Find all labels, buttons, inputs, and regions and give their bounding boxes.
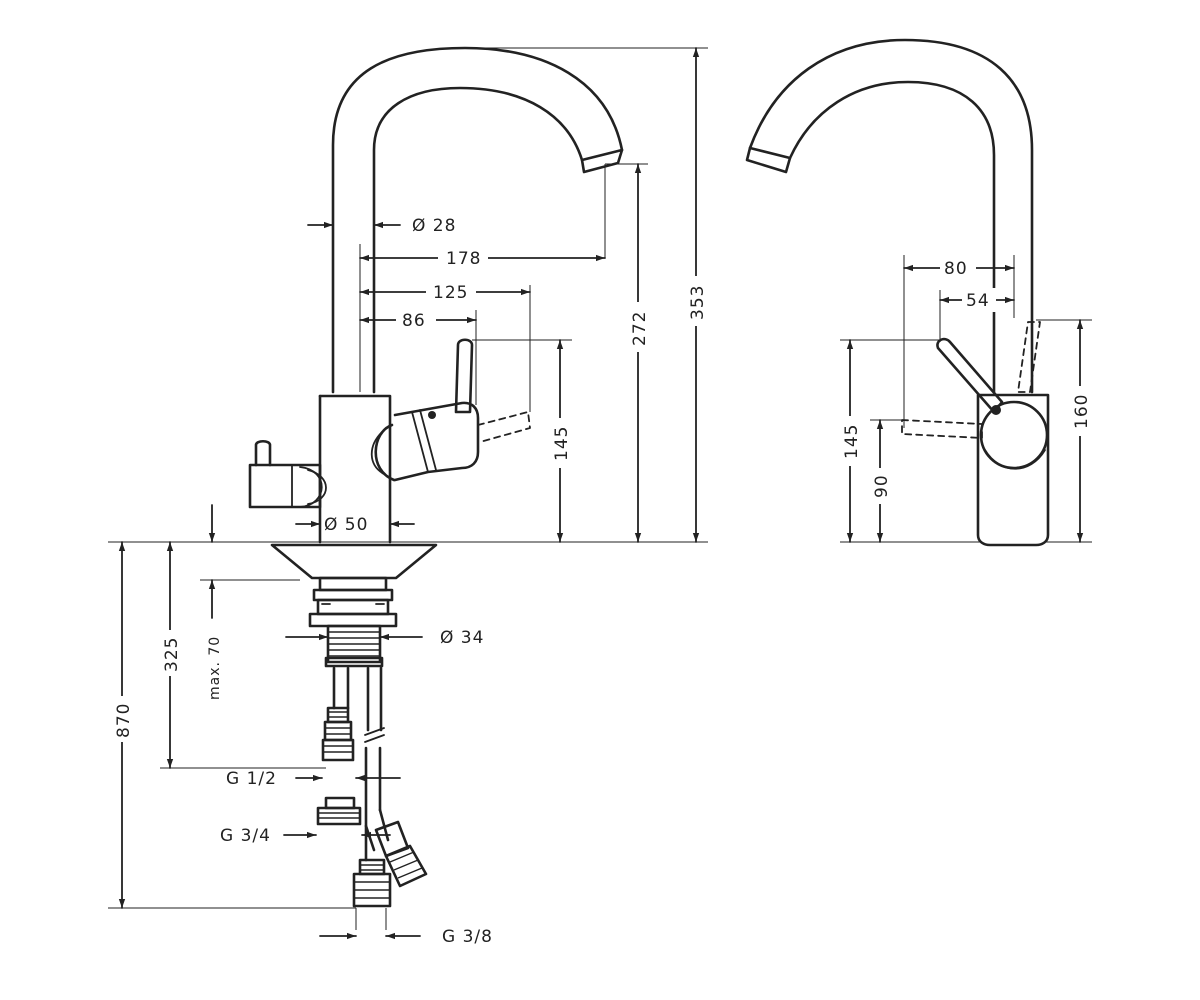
- dim-272: 272: [626, 163, 650, 543]
- dim-325: 325: [158, 541, 182, 769]
- spout: [331, 46, 624, 394]
- dim-870: 870: [110, 541, 134, 909]
- thread-label-g38: G 3/8: [319, 927, 493, 947]
- dim-90: 90: [868, 419, 892, 543]
- dim-353: 353: [684, 47, 708, 543]
- side-spout: [745, 38, 1034, 394]
- thread-label-g34-text: G 3/4: [220, 826, 271, 846]
- dim-178: 178: [359, 246, 606, 270]
- dim-325-label: 325: [162, 637, 182, 672]
- dim-86-label: 86: [402, 311, 426, 331]
- dim-80: 80: [903, 256, 1015, 280]
- dim-870-label: 870: [114, 703, 134, 738]
- dim-145-front-label: 145: [552, 426, 572, 461]
- dim-diameter-28-label: Ø 28: [412, 216, 456, 236]
- thread-label-g12: G 1/2: [226, 769, 401, 789]
- side-knob: [248, 439, 327, 509]
- mixer-body: [318, 338, 531, 544]
- dim-90-label: 90: [872, 474, 892, 498]
- extension-lines: [108, 47, 708, 930]
- threaded-shank: [324, 624, 384, 668]
- dim-178-label: 178: [446, 249, 481, 269]
- dim-125-label: 125: [433, 283, 468, 303]
- dim-diameter-50: Ø 50: [208, 504, 415, 543]
- dim-160: 160: [1068, 319, 1092, 543]
- dim-diameter-34: Ø 34: [285, 628, 484, 648]
- thread-label-g34: G 3/4: [220, 826, 391, 846]
- dim-145-side-label: 145: [842, 424, 862, 459]
- dim-max-70: max. 70: [207, 579, 223, 700]
- front-view: Ø 28 178 125 86 145: [108, 46, 708, 947]
- thread-label-g38-text: G 3/8: [442, 927, 493, 947]
- supply-hoses: [316, 666, 428, 908]
- dim-145-side: 145: [838, 339, 862, 543]
- dim-diameter-34-label: Ø 34: [440, 628, 484, 648]
- base-flange: [270, 543, 438, 628]
- side-view: 80 54 145 90 160: [745, 38, 1092, 547]
- dim-54: 54: [939, 288, 1015, 312]
- side-body: [901, 321, 1050, 547]
- dim-diameter-50-label: Ø 50: [324, 515, 368, 535]
- thread-label-g12-text: G 1/2: [226, 769, 277, 789]
- dim-diameter-28: Ø 28: [307, 216, 456, 236]
- dim-80-label: 80: [944, 259, 968, 279]
- dim-145-front: 145: [548, 339, 572, 543]
- dim-353-label: 353: [688, 285, 708, 320]
- dim-272-label: 272: [630, 311, 650, 346]
- dim-125: 125: [359, 280, 531, 304]
- dim-54-label: 54: [966, 291, 990, 311]
- dim-max-70-label: max. 70: [207, 636, 223, 700]
- dim-160-label: 160: [1072, 394, 1092, 429]
- dim-86: 86: [359, 308, 477, 332]
